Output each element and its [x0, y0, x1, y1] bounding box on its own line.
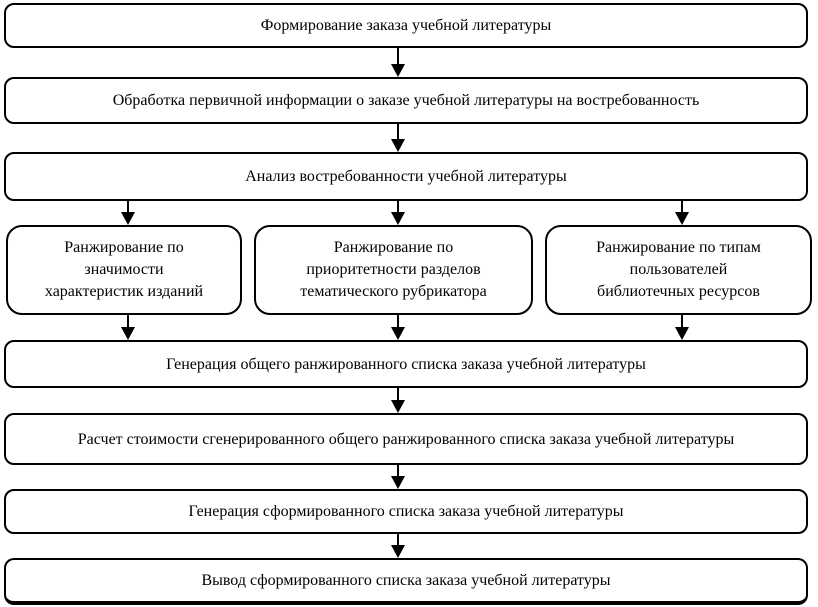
arrow-down-icon	[390, 48, 406, 77]
flow-node-form-order: Формирование заказа учебной литературы	[4, 3, 808, 48]
flow-node-process-primary-info: Обработка первичной информации о заказе …	[4, 77, 808, 124]
arrow-down-icon	[390, 201, 406, 225]
arrow-down-icon	[120, 201, 136, 225]
flow-node-calculate-cost: Расчет стоимости сгенерированного общего…	[4, 413, 808, 465]
arrow-down-icon	[390, 465, 406, 489]
arrow-down-icon	[390, 315, 406, 340]
flow-node-analyze-demand: Анализ востребованности учебной литерату…	[4, 152, 808, 201]
arrow-down-icon	[120, 315, 136, 340]
arrow-down-icon	[674, 201, 690, 225]
flow-node-generate-formed-list: Генерация сформированного списка заказа …	[4, 489, 808, 534]
flow-node-output-formed-list: Вывод сформированного списка заказа учеб…	[4, 558, 808, 605]
flow-node-rank-by-priority: Ранжирование по приоритетности разделов …	[254, 225, 533, 315]
flow-node-rank-by-significance: Ранжирование по значимости характеристик…	[6, 225, 242, 315]
arrow-down-icon	[390, 534, 406, 558]
flow-node-rank-by-user-types: Ранжирование по типам пользователей библ…	[545, 225, 812, 315]
arrow-down-icon	[390, 388, 406, 413]
arrow-down-icon	[390, 124, 406, 152]
flow-node-generate-general-ranked-list: Генерация общего ранжированного списка з…	[4, 340, 808, 388]
arrow-down-icon	[674, 315, 690, 340]
